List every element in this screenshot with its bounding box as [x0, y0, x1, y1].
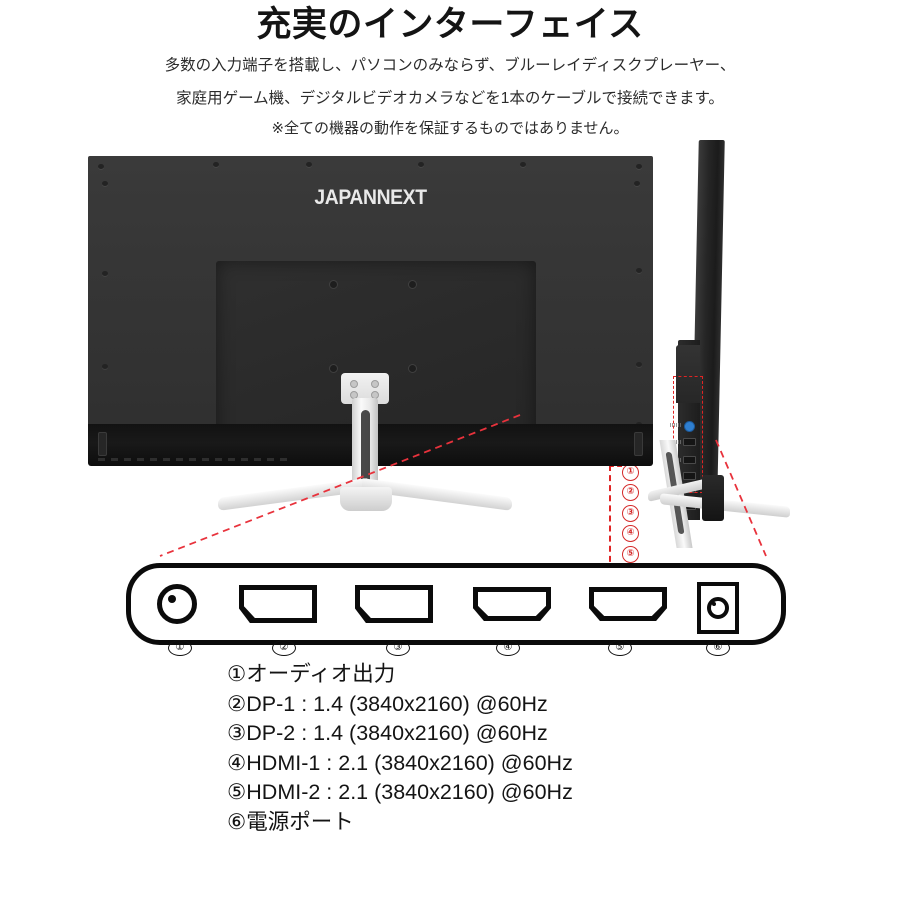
- vesa-hole-icon: [329, 364, 338, 373]
- screw-icon: [634, 181, 640, 186]
- hdmi-inner: [594, 592, 662, 616]
- audio-jack-icon: [684, 421, 695, 432]
- screw-icon: [102, 271, 108, 276]
- side-dp-port-icon: [683, 456, 696, 464]
- stand-base-hub: [340, 487, 392, 511]
- port-number-6: ⑥: [706, 640, 730, 656]
- screw-icon: [636, 268, 642, 273]
- displayport-icon: [355, 585, 433, 623]
- hdmi-inner: [478, 592, 546, 616]
- spec-item-1: ①オーディオ出力: [227, 662, 396, 686]
- port-number-5: ⑤: [608, 640, 632, 656]
- screw-icon: [98, 164, 104, 169]
- dc-power-icon: [697, 582, 739, 634]
- displayport-inner: [360, 590, 428, 618]
- screw-icon: [636, 362, 642, 367]
- monitor-side-view: [640, 140, 810, 548]
- port-spec-list: ①オーディオ出力 ②DP-1 : 1.4 (3840x2160) @60Hz ③…: [227, 660, 847, 837]
- back-marker-5: ⑤: [622, 545, 639, 563]
- bezel-detail: [634, 432, 643, 456]
- back-marker-1: ①: [622, 464, 639, 481]
- side-panel-foot: [702, 475, 724, 521]
- port-number-1: ①: [168, 640, 192, 656]
- screw-icon: [636, 164, 642, 169]
- port-number-4: ④: [496, 640, 520, 656]
- screw-icon: [306, 162, 312, 167]
- displayport-icon: [239, 585, 317, 623]
- spec-item-2: ②DP-1 : 1.4 (3840x2160) @60Hz: [227, 691, 548, 716]
- screw-icon: [418, 162, 424, 167]
- disclaimer-note: ※全ての機器の動作を保証するものではありません。: [271, 119, 629, 137]
- side-dp-port-icon: [683, 438, 696, 446]
- stand-cable-slot: [361, 410, 370, 488]
- port-strip-diagram: [126, 563, 786, 645]
- hdmi-icon: [473, 587, 551, 621]
- spec-item-5: ⑤HDMI-2 : 2.1 (3840x2160) @60Hz: [227, 780, 573, 804]
- back-marker-2: ②: [622, 484, 639, 502]
- vesa-hole-icon: [408, 280, 417, 289]
- subtitle-line-1: 多数の入力端子を搭載し、パソコンのみならず、ブルーレイディスクプレーヤー、: [164, 56, 736, 74]
- brand-logo: JAPANNEXT: [314, 186, 427, 209]
- audio-jack-icon: [157, 584, 197, 624]
- spec-item-6: ⑥電源ポート: [227, 809, 354, 834]
- vesa-hole-icon: [329, 280, 338, 289]
- subtitle-line-2: 家庭用ゲーム機、デジタルビデオカメラなどを1本のケーブルで接続できます。: [176, 89, 724, 107]
- header: 充実のインターフェイス 多数の入力端子を搭載し、パソコンのみならず、ブルーレイデ…: [0, 0, 900, 140]
- displayport-inner: [244, 590, 312, 618]
- side-hdmi-port-icon: [683, 472, 696, 480]
- port-number-3: ③: [386, 640, 410, 656]
- screw-icon: [102, 181, 108, 186]
- page-title: 充実のインターフェイス: [256, 5, 644, 44]
- bezel-detail: [98, 432, 107, 456]
- mount-screw-icon: [350, 380, 358, 388]
- mount-screw-icon: [371, 380, 379, 388]
- back-marker-3: ③: [622, 504, 639, 522]
- spec-item-4: ④HDMI-1 : 2.1 (3840x2160) @60Hz: [227, 750, 573, 775]
- screw-icon: [102, 364, 108, 369]
- spec-item-3: ③DP-2 : 1.4 (3840x2160) @60Hz: [227, 721, 548, 745]
- hdmi-icon: [589, 587, 667, 621]
- vent-grille: [98, 458, 288, 461]
- screw-icon: [520, 162, 526, 167]
- side-port-label: [670, 423, 681, 427]
- vesa-hole-icon: [408, 364, 417, 373]
- back-marker-4: ④: [622, 525, 639, 543]
- side-panel-housing: [676, 345, 700, 403]
- screw-icon: [213, 162, 219, 167]
- port-number-2: ②: [272, 640, 296, 656]
